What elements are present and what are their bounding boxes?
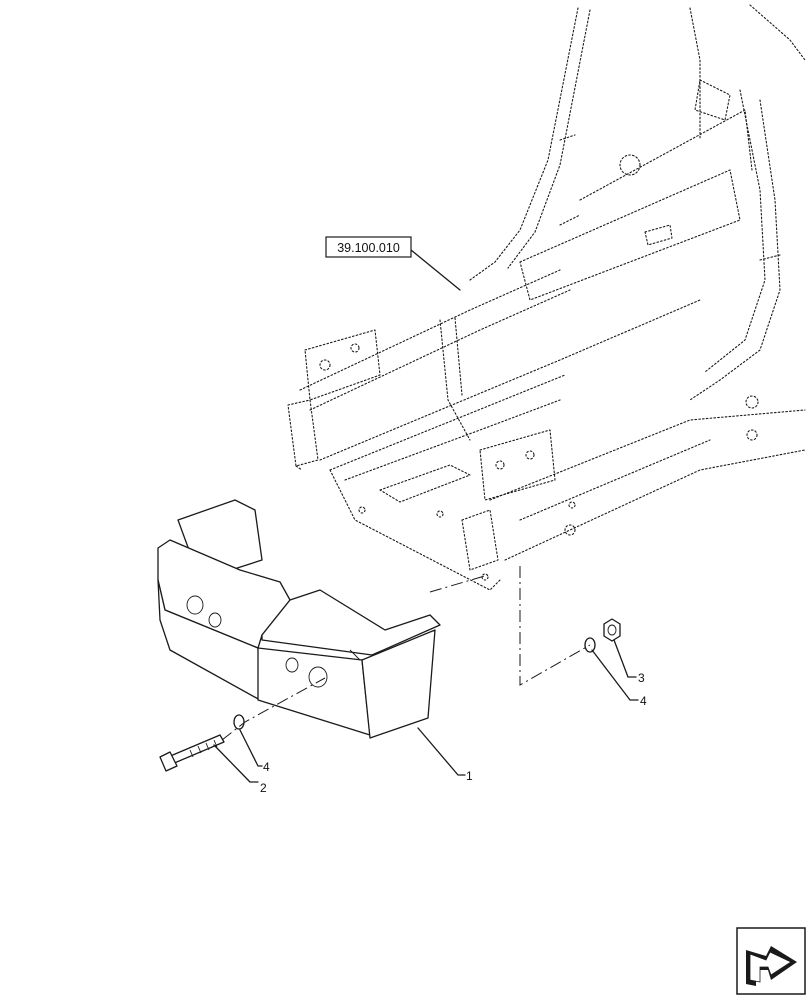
callout-4-right: 4 (640, 694, 647, 708)
nut (603, 618, 621, 642)
loader-frame (287, 4, 806, 591)
washer-left (233, 714, 245, 730)
reference-box[interactable]: 39.100.010 (325, 236, 412, 258)
callout-2: 2 (260, 781, 267, 795)
callout-4-left: 4 (263, 760, 270, 774)
assembly-lines (221, 566, 591, 741)
callout-1: 1 (466, 769, 473, 783)
callout-3: 3 (638, 671, 645, 685)
counterweight (157, 499, 441, 739)
previous-page-arrow-icon[interactable] (736, 927, 806, 995)
reference-label: 39.100.010 (337, 241, 400, 255)
leader-lines (213, 249, 639, 783)
bolt (159, 734, 225, 772)
